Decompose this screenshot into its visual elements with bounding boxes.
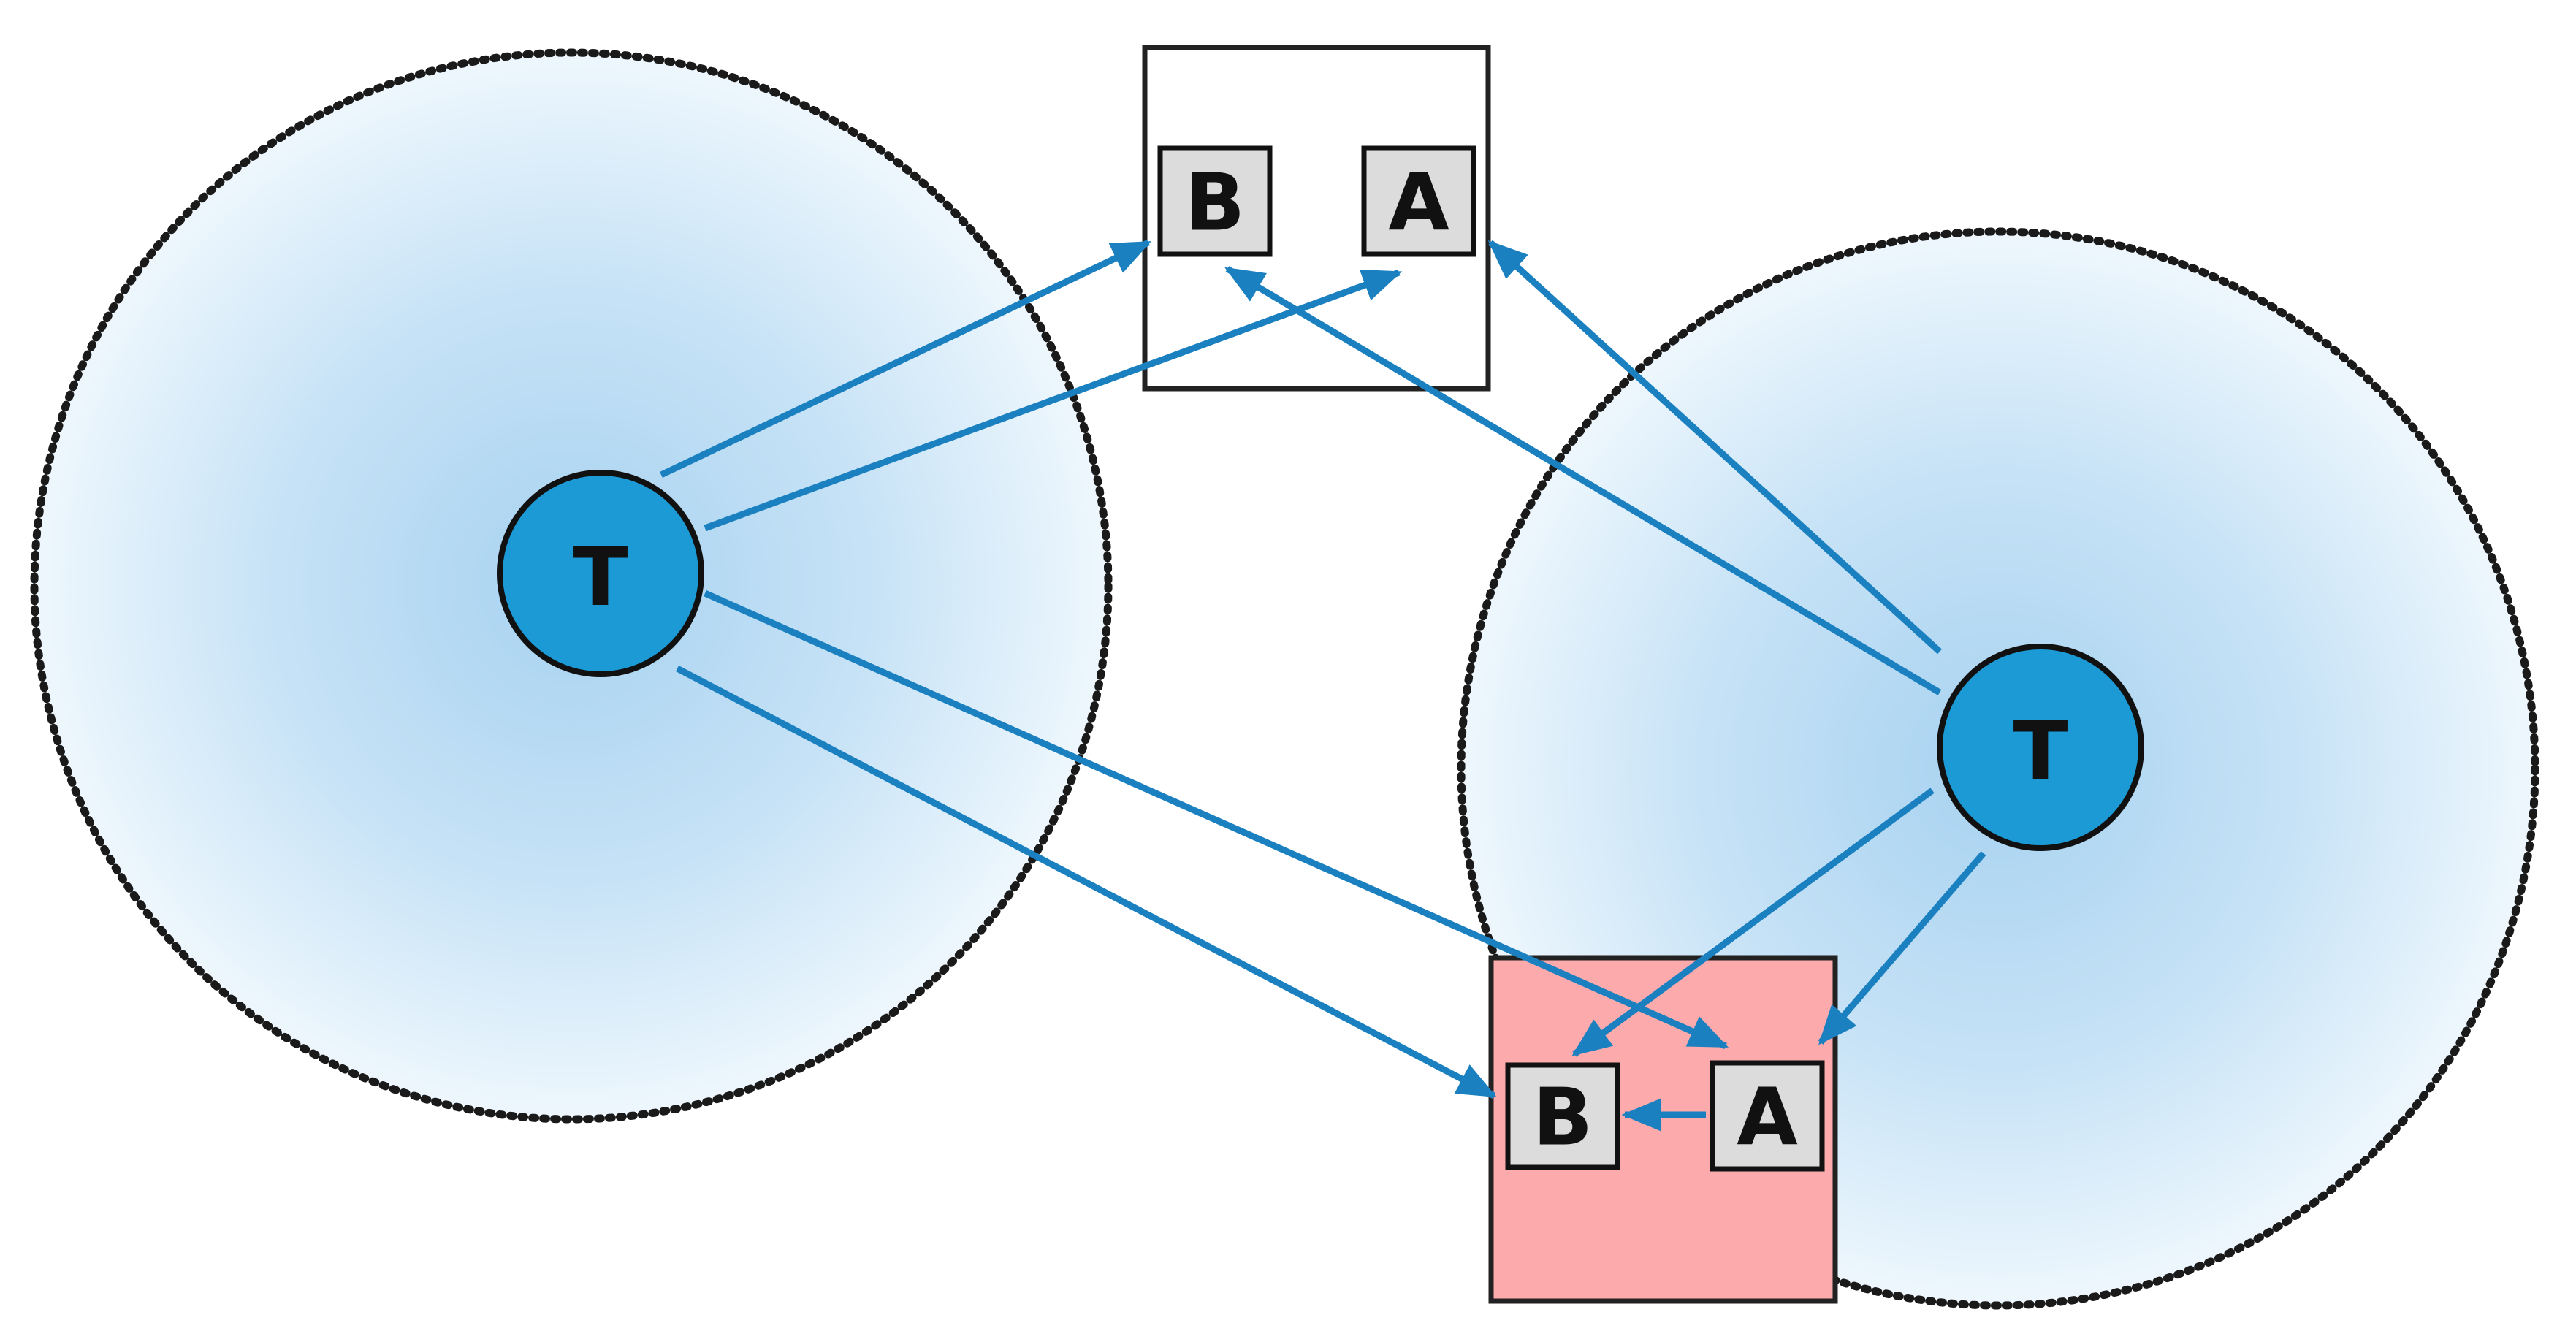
connection-arrows [660, 239, 1986, 1132]
bottom-box-b-node: B [1505, 1062, 1620, 1170]
bottom-box-a-node: A [1710, 1060, 1825, 1172]
arrow-left-t-to-top-b [660, 239, 1152, 479]
arrow-right-t-to-bottom-a [1818, 851, 1986, 1045]
top-box-a-node: A [1361, 145, 1476, 257]
top-box-b-node: B [1157, 145, 1273, 257]
arrow-right-t-to-top-b [1224, 266, 1942, 695]
transmitter-left: T [497, 470, 704, 677]
arrow-left-t-to-top-a [704, 269, 1403, 532]
top-box-b-label: B [1185, 158, 1245, 249]
arrow-right-t-to-bottom-b [1571, 788, 1935, 1057]
arrow-left-t-to-bottom-a [704, 590, 1729, 1050]
arrow-left-t-to-bottom-b [675, 666, 1497, 1099]
arrow-right-t-to-top-a [1487, 240, 1943, 655]
transmitter-right-label: T [2013, 704, 2068, 798]
top-box-a-label: A [1388, 158, 1449, 249]
bottom-box-b-label: B [1533, 1072, 1593, 1164]
transmitter-right: T [1937, 644, 2144, 851]
transmitter-left-label: T [573, 530, 628, 624]
bottom-box-a-label: A [1737, 1072, 1798, 1164]
